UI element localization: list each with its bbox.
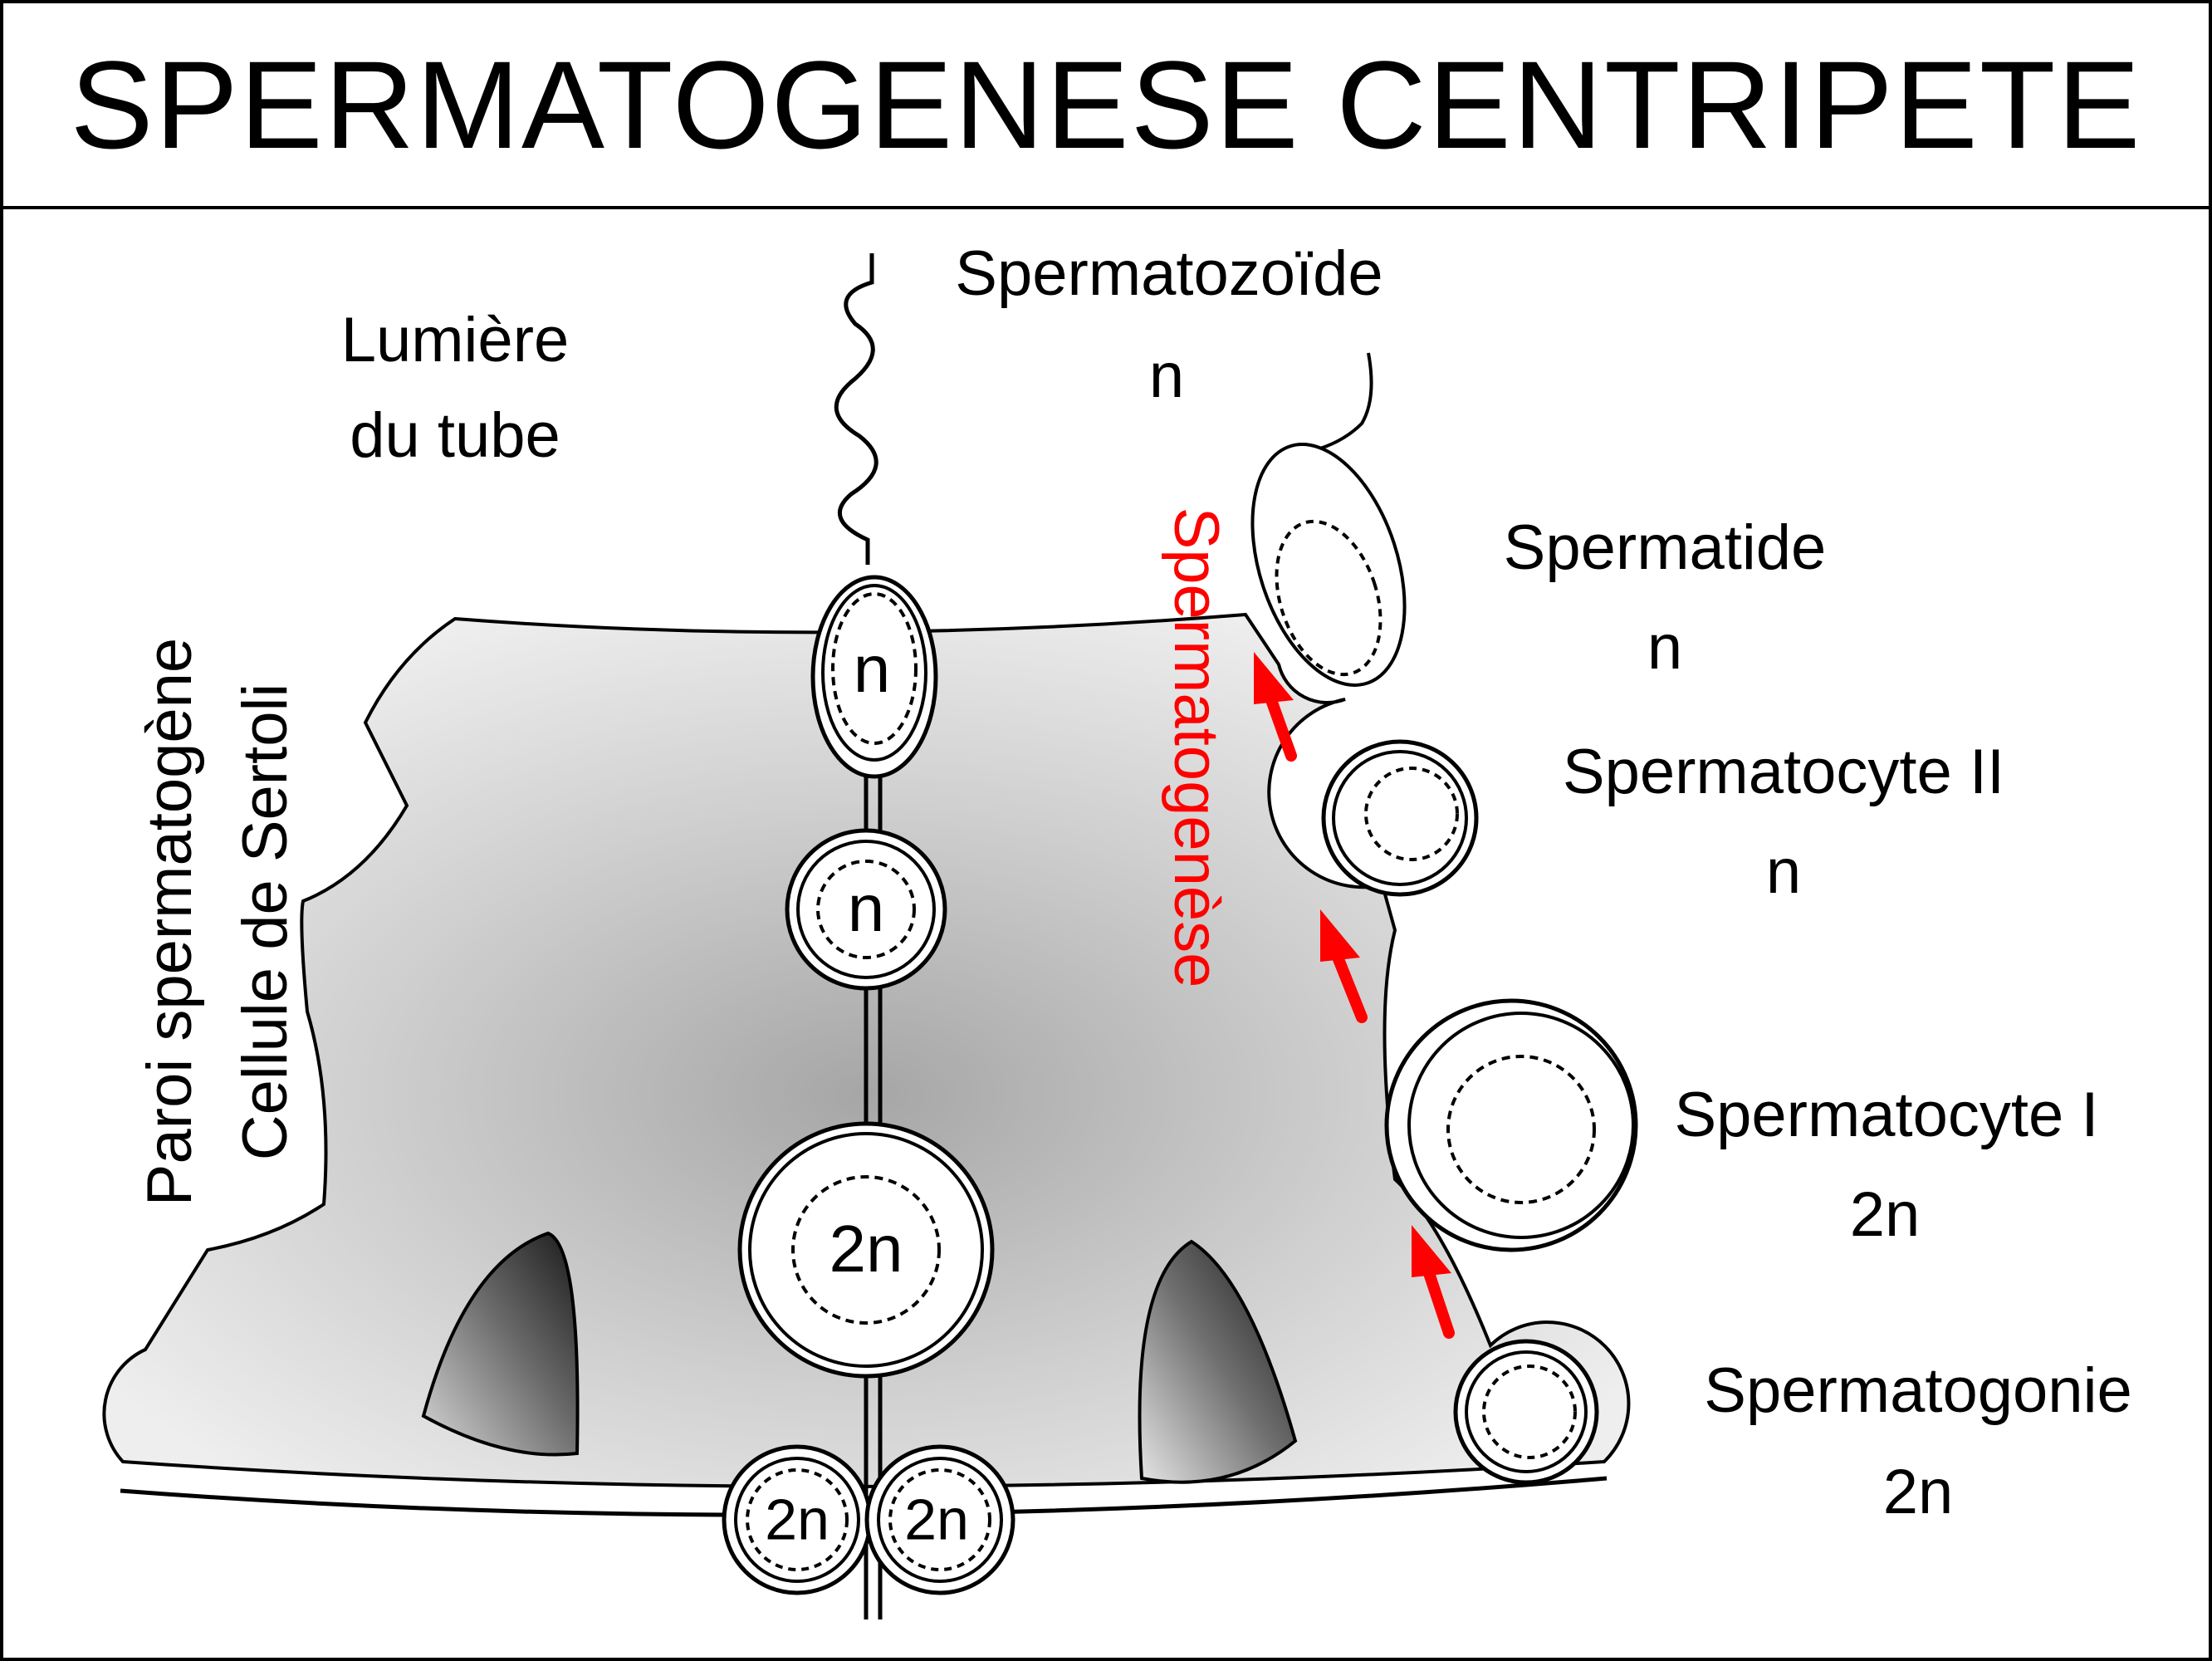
stage-label-spermatogonie: Spermatogonie xyxy=(1704,1355,2131,1426)
page-title: SPERMATOGENESE CENTRIPETE xyxy=(71,35,2142,174)
stage-ploidy-spermatide: n xyxy=(1647,612,1682,683)
stage-ploidy-spermatocyte-2: n xyxy=(1766,836,1801,907)
right-spermatocyte-2-nucleus xyxy=(1364,767,1459,861)
spermatogonia-right-label: 2n xyxy=(904,1487,969,1551)
right-spermatocyte-1-inner xyxy=(1407,1012,1635,1239)
sertoli-nucleus-right xyxy=(1138,1239,1298,1484)
migration-arrow-2 xyxy=(1320,909,1368,1023)
stage-label-spermatide: Spermatide xyxy=(1504,512,1827,583)
right-spermatozoon-outer xyxy=(1250,443,1407,687)
spermatogonia-left-label: 2n xyxy=(765,1487,830,1551)
wall-label-line2: Cellule de Sertoli xyxy=(230,684,301,1161)
central-spermatid-nucleus xyxy=(816,860,916,959)
stage-label-spermatozoide: Spermatozoïde xyxy=(955,238,1382,309)
spermatogenesis-process-label: Spermatogenèse xyxy=(1161,507,1231,988)
spermatogonia-left-nucleus xyxy=(746,1468,849,1571)
spermatozoon-inner xyxy=(821,584,927,762)
right-spermatogonia-nucleus xyxy=(1482,1365,1577,1459)
migration-arrow-1 xyxy=(1412,1225,1455,1339)
sertoli-nucleus-left xyxy=(421,1231,580,1457)
right-spermatogonia-inner xyxy=(1465,1350,1588,1473)
lumen-label-line1: Lumière xyxy=(341,305,570,375)
right-spermatocyte-1-nucleus xyxy=(1446,1055,1596,1204)
spermatozoon-flagellum xyxy=(834,253,878,565)
stage-label-spermatocyte-2: Spermatocyte II xyxy=(1563,737,2004,807)
central-spermatid-label: n xyxy=(848,871,885,945)
stage-ploidy-spermatozoide: n xyxy=(1149,341,1184,411)
lumen-label-line2: du tube xyxy=(350,400,560,471)
central-spermatocyte-inner xyxy=(748,1132,984,1368)
central-spermatocyte-nucleus xyxy=(791,1175,941,1325)
spermatogonia-left-inner xyxy=(734,1457,860,1583)
right-spermatocyte-2-inner xyxy=(1332,750,1468,886)
spermatozoon-nucleus xyxy=(831,592,918,745)
right-spermatozoon-nucleus xyxy=(1275,519,1382,677)
migration-arrow-3 xyxy=(1254,652,1297,762)
stage-ploidy-spermatocyte-1: 2n xyxy=(1850,1179,1921,1250)
central-spermatocyte-label: 2n xyxy=(830,1212,903,1286)
wall-label-line1: Paroi spermatogène xyxy=(135,638,205,1206)
spermatozoon-head-label: n xyxy=(854,632,891,706)
wall-label: Paroi spermatogène Cellule de Sertoli xyxy=(135,638,301,1206)
stage-label-spermatocyte-1: Spermatocyte I xyxy=(1674,1080,2098,1150)
spermatogonia-right-inner xyxy=(877,1457,1003,1583)
stage-ploidy-spermatogonie: 2n xyxy=(1883,1457,1954,1527)
spermatogonia-right-nucleus xyxy=(888,1468,991,1571)
